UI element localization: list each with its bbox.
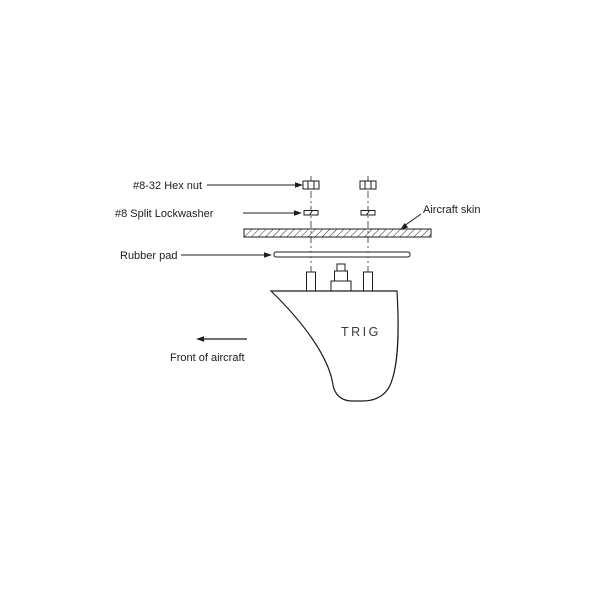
rubber-pad-arrowhead-icon <box>264 252 272 258</box>
lockwasher-arrowhead-icon <box>294 210 302 216</box>
antenna-body <box>269 290 399 402</box>
rubber-pad-label: Rubber pad <box>120 250 178 262</box>
aircraft-skin-leader-line <box>403 213 422 227</box>
aircraft-skin-label: Aircraft skin <box>423 204 480 216</box>
hex-nut-arrowhead-icon <box>295 182 303 188</box>
trig-logo: TRIG <box>341 325 381 339</box>
mounting-stud-left <box>306 271 316 292</box>
aircraft-skin-arrowhead-icon <box>400 223 409 230</box>
hex-nut-label: #8-32 Hex nut <box>133 180 202 192</box>
antenna-connector <box>330 263 352 292</box>
mounting-stud-right <box>363 271 373 292</box>
lockwasher-label: #8 Split Lockwasher <box>115 208 214 220</box>
rubber-pad-part <box>273 251 411 258</box>
front-of-aircraft-label: Front of aircraft <box>170 352 245 364</box>
lockwasher-right <box>360 210 376 216</box>
centerlines <box>310 176 369 294</box>
front-of-aircraft-arrowhead-icon <box>196 336 204 342</box>
aircraft-skin-panel <box>243 228 432 238</box>
hex-nut-left <box>302 180 320 190</box>
hex-nut-right <box>359 180 377 190</box>
lockwasher-left <box>303 210 319 216</box>
